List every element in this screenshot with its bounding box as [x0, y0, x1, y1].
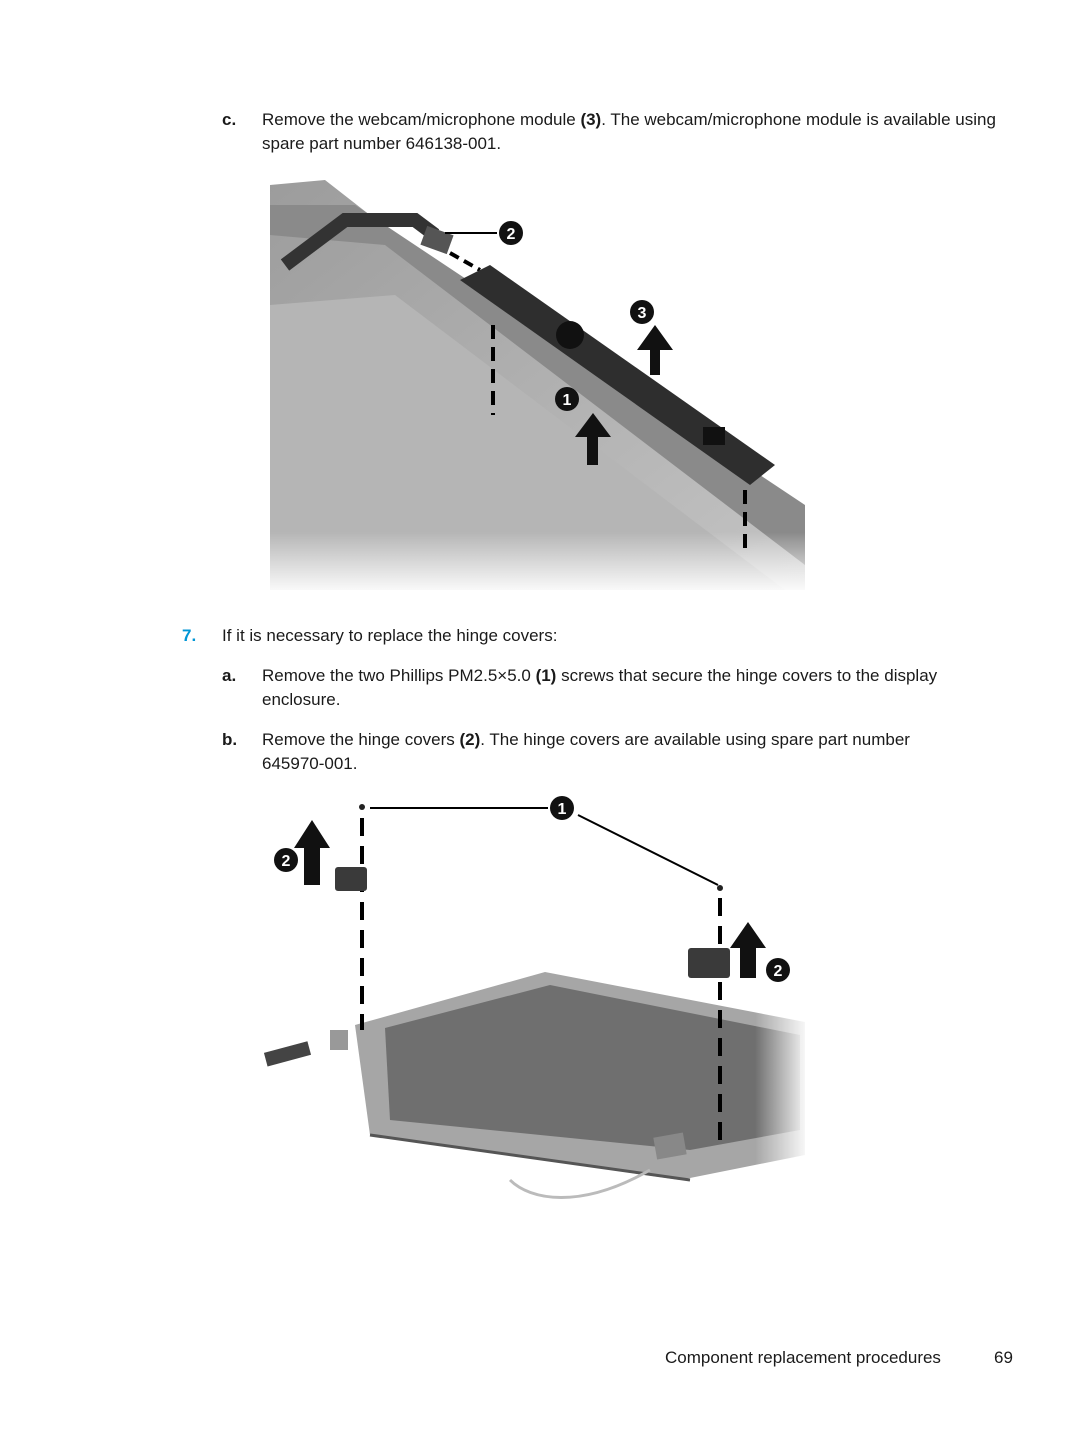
callout-1: 1	[550, 796, 574, 820]
callout-3: 3	[630, 300, 654, 324]
step-c-ref: (3)	[580, 110, 602, 129]
webcam-lens-icon	[703, 427, 725, 445]
left-hinge-cover	[335, 867, 367, 891]
callout-2-left: 2	[274, 848, 298, 872]
step-b-text: Remove the hinge covers (2). The hinge c…	[262, 730, 910, 773]
screw-icon	[359, 804, 365, 810]
svg-text:3: 3	[638, 305, 647, 322]
step-c-text: Remove the webcam/microphone module (3).…	[262, 110, 996, 153]
step-a-ref: (1)	[535, 666, 557, 685]
footer-section-title: Component replacement procedures	[665, 1348, 941, 1367]
microphone-icon	[556, 321, 584, 349]
arrow-up-icon	[730, 922, 766, 978]
callout-1-leader-right	[577, 814, 719, 886]
figure-right-fade	[260, 790, 810, 1210]
step-a-text: Remove the two Phillips PM2.5×5.0 (1) sc…	[262, 666, 938, 709]
callout-1: 1	[555, 387, 579, 411]
svg-text:2: 2	[282, 853, 291, 870]
step-b-marker: b.	[222, 730, 238, 749]
callout-2-right: 2	[766, 958, 790, 982]
webcam-microphone-module	[460, 265, 775, 485]
svg-text:2: 2	[507, 226, 516, 243]
arrow-up-icon	[294, 820, 330, 885]
screw-icon	[717, 885, 723, 891]
arrow-up-icon	[575, 413, 611, 465]
hinge-covers-figure: 1 2 2	[260, 790, 810, 1210]
footer-page-number: 69	[994, 1348, 1013, 1367]
right-hinge-cover	[688, 948, 730, 978]
step-c-marker: c.	[222, 110, 237, 129]
callout-2: 2	[499, 221, 523, 245]
svg-text:1: 1	[558, 801, 567, 818]
connector-guide-line	[449, 251, 481, 272]
step-a-marker: a.	[222, 666, 237, 685]
figure-bottom-fade	[265, 175, 805, 595]
arrow-up-icon	[637, 325, 673, 375]
step-7-text: If it is necessary to replace the hinge …	[222, 626, 558, 645]
svg-text:2: 2	[774, 963, 783, 980]
svg-text:1: 1	[563, 392, 572, 409]
webcam-module-figure: 2 3 1	[265, 175, 805, 595]
webcam-cable	[280, 213, 440, 271]
step-7-marker: 7.	[182, 626, 197, 645]
step-b-ref: (2)	[459, 730, 481, 749]
